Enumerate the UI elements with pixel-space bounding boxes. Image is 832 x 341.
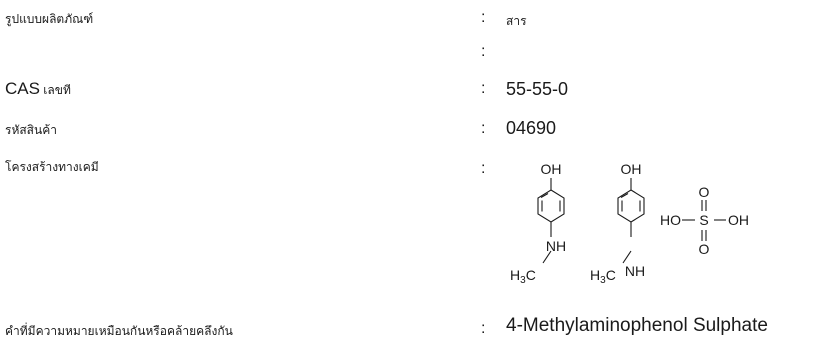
bond-n-ch3-1 xyxy=(542,250,552,264)
value-synonyms: 4-Methylaminophenol Sulphate xyxy=(506,315,768,336)
sulfate-bonds xyxy=(682,200,726,241)
label-cas-suffix: เลขที xyxy=(39,83,71,97)
h3c-c: C xyxy=(606,267,616,283)
nh-label-1: NH xyxy=(546,238,566,254)
value-product-code: 04690 xyxy=(506,118,557,138)
sulfate-o-bottom-label: O xyxy=(699,241,710,257)
label-cas-number: CAS เลขที xyxy=(5,79,71,100)
colon: : xyxy=(481,9,486,26)
label-product-form: รูปแบบผลิตภัณฑ์ xyxy=(5,12,94,26)
h3c-label-1: H3C xyxy=(510,267,536,286)
molecule-1 xyxy=(537,178,565,264)
colon: : xyxy=(481,320,486,337)
label-chemical-structure: โครงสร้างทางเคมี xyxy=(5,160,99,174)
molecule-2 xyxy=(617,178,645,264)
colon: : xyxy=(481,43,486,60)
h3c-sub: 3 xyxy=(600,275,606,286)
sulfate-oh-label: OH xyxy=(728,212,749,228)
label-synonyms: คำที่มีความหมายเหมือนกันหรือคล้ายคลึงกัน xyxy=(5,324,233,338)
value-cas-number: 55-55-0 xyxy=(506,79,569,99)
chemical-structure-diagram: OH NH H3C OH NH H3C HO S OH O O xyxy=(510,161,749,286)
h3c-c: C xyxy=(526,267,536,283)
h3c-label-2: H3C xyxy=(590,267,616,286)
sulfate-o-top-label: O xyxy=(699,184,710,200)
oh-label-1: OH xyxy=(541,161,562,177)
sulfate-s-label: S xyxy=(699,212,708,228)
h3c-h: H xyxy=(590,267,600,283)
bond-n-ch3-2 xyxy=(622,250,632,264)
sulfate-ho-label: HO xyxy=(660,212,681,228)
h3c-h: H xyxy=(510,267,520,283)
label-cas-prefix: CAS xyxy=(5,79,40,98)
h3c-sub: 3 xyxy=(520,275,526,286)
value-product-form: สาร xyxy=(506,14,527,28)
colon: : xyxy=(481,120,486,137)
colon: : xyxy=(481,160,486,177)
nh-label-2: NH xyxy=(625,263,645,279)
colon: : xyxy=(481,80,486,97)
label-product-code: รหัสสินค้า xyxy=(5,123,57,137)
oh-label-2: OH xyxy=(621,161,642,177)
